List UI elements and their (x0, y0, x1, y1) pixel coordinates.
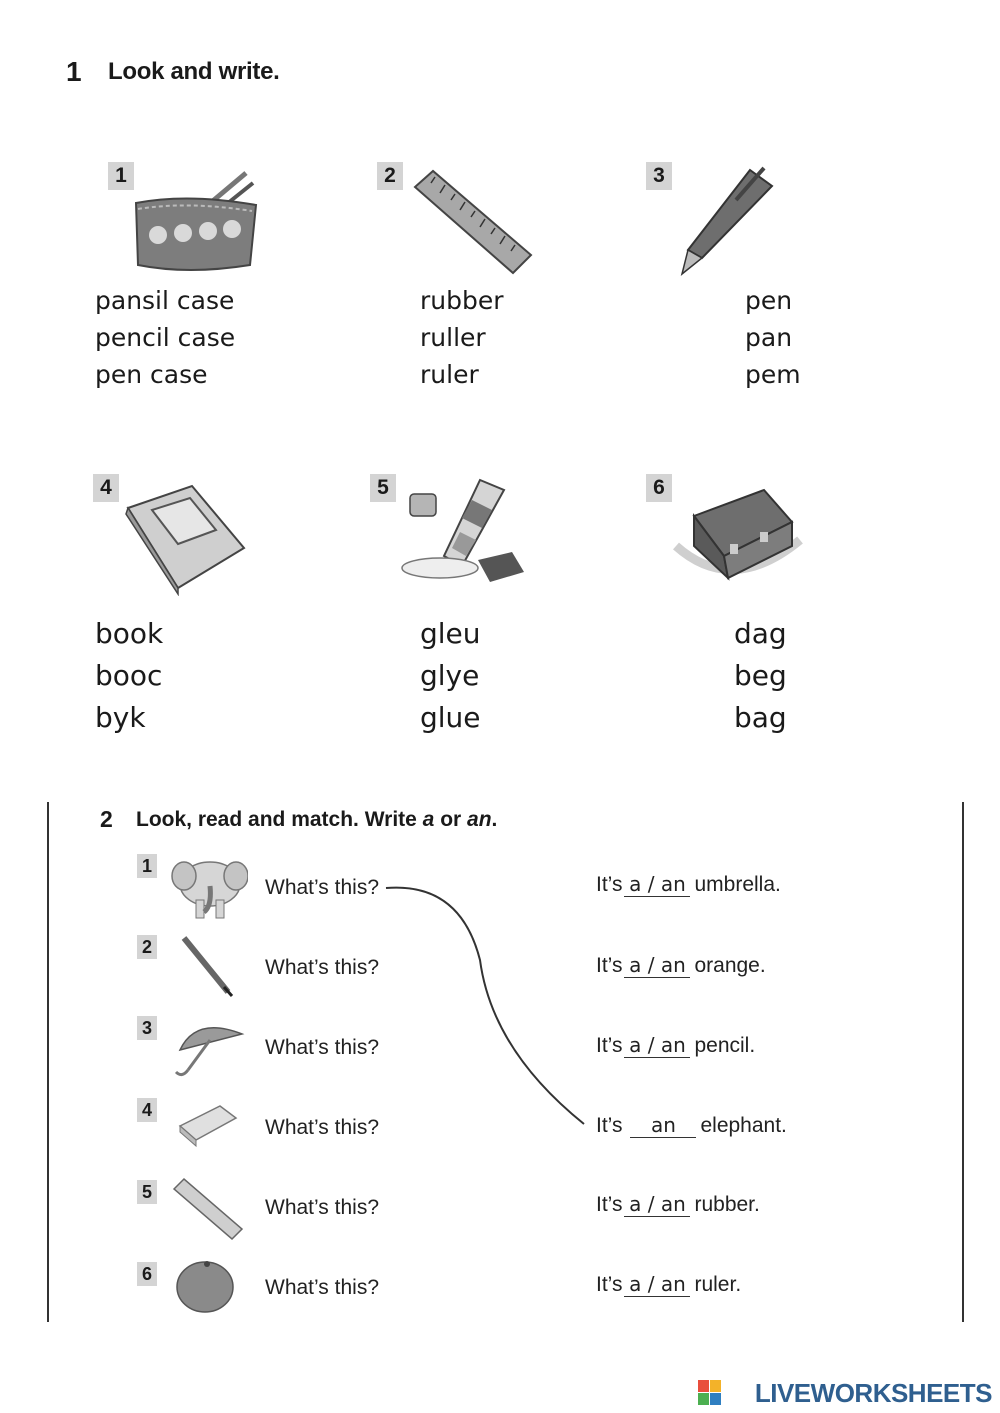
option-word[interactable]: ruler (420, 360, 479, 389)
noun-label: ruler. (694, 1273, 742, 1296)
noun-label: pencil. (694, 1034, 756, 1057)
ruler-icon (172, 1177, 244, 1241)
option-word[interactable]: book (95, 617, 164, 650)
item-badge-6: 6 (646, 474, 672, 502)
options-item-5: gleu glye glue (420, 613, 481, 739)
option-word[interactable]: booc (95, 659, 163, 692)
option-word[interactable]: pen case (95, 360, 208, 389)
option-word[interactable]: glue (420, 701, 481, 734)
item-badge-1: 1 (108, 162, 134, 190)
question-3: What’s this? (265, 1036, 379, 1059)
glue-image (401, 478, 524, 582)
options-item-3: pen pan pem (745, 282, 801, 393)
pencil-case-image (134, 171, 258, 271)
exercise-2-number: 2 (100, 806, 113, 832)
noun-label: elephant. (700, 1114, 787, 1137)
option-word[interactable]: bag (734, 701, 787, 734)
ruler-image (413, 169, 533, 275)
question-2: What’s this? (265, 956, 379, 979)
row-badge-2: 2 (137, 935, 157, 959)
option-word[interactable]: ruller (420, 323, 486, 352)
noun-label: rubber. (694, 1193, 760, 1216)
rubber-icon (178, 1105, 238, 1148)
pencil-icon (181, 936, 234, 997)
option-word[interactable]: glye (420, 659, 480, 692)
exercise-1-number: 1 (66, 56, 82, 87)
elephant-icon (171, 861, 248, 919)
exercise-2-title: Look, read and match. Write a or an. (136, 808, 497, 832)
right-border-line (962, 802, 964, 1322)
noun-label: umbrella. (694, 873, 781, 896)
exercise-1-title: Look and write. (108, 58, 280, 85)
option-word[interactable]: rubber (420, 286, 504, 315)
liveworksheets-logo-icon (698, 1380, 721, 1405)
answer-blank-6[interactable]: a / an (624, 1272, 691, 1297)
row-badge-4: 4 (137, 1098, 157, 1122)
options-item-6: dag beg bag (734, 613, 787, 739)
row-badge-3: 3 (137, 1016, 157, 1040)
question-5: What’s this? (265, 1196, 379, 1219)
option-word[interactable]: pan (745, 323, 793, 352)
bag-image (673, 488, 803, 581)
answer-blank-1[interactable]: a / an (624, 872, 691, 897)
options-item-1: pansil case pencil case pen case (95, 282, 235, 393)
question-1: What’s this? (265, 876, 379, 899)
item-badge-5: 5 (370, 474, 396, 502)
row-badge-1: 1 (137, 854, 157, 878)
its-label: It’s (596, 1034, 623, 1057)
option-word[interactable]: dag (734, 617, 787, 650)
answer-blank-4[interactable]: an (630, 1113, 697, 1138)
option-word[interactable]: pen (745, 286, 793, 315)
question-6: What’s this? (265, 1276, 379, 1299)
its-label: It’s (596, 954, 623, 977)
its-label: It’s (596, 1114, 623, 1137)
question-4: What’s this? (265, 1116, 379, 1139)
answer-blank-5[interactable]: a / an (624, 1192, 691, 1217)
row-badge-6: 6 (137, 1262, 157, 1286)
book-image (125, 484, 246, 596)
matching-line (385, 886, 585, 1125)
title-a: a (422, 808, 435, 831)
title-or: or (434, 808, 468, 831)
liveworksheets-brand[interactable]: LIVEWORKSHEETS (754, 1378, 993, 1408)
orange-icon (176, 1261, 234, 1313)
option-word[interactable]: pencil case (95, 323, 236, 352)
options-item-2: rubber ruller ruler (420, 282, 504, 393)
title-text: Look, read and match. Write (136, 808, 423, 831)
option-word[interactable]: pem (745, 360, 801, 389)
option-word[interactable]: gleu (420, 617, 481, 650)
option-word[interactable]: pansil case (95, 286, 235, 315)
noun-label: orange. (694, 954, 766, 977)
its-label: It’s (596, 1273, 623, 1296)
option-word[interactable]: beg (734, 659, 787, 692)
answer-blank-3[interactable]: a / an (624, 1033, 691, 1058)
item-badge-3: 3 (646, 162, 672, 190)
umbrella-icon (174, 1027, 245, 1077)
item-badge-4: 4 (93, 474, 119, 502)
title-period: . (491, 808, 498, 831)
option-word[interactable]: byk (95, 701, 146, 734)
title-an: an (467, 808, 492, 831)
its-label: It’s (596, 1193, 623, 1216)
item-badge-2: 2 (377, 162, 403, 190)
row-badge-5: 5 (137, 1180, 157, 1204)
options-item-4: book booc byk (95, 613, 163, 739)
pen-image (680, 166, 774, 276)
left-border-line (47, 802, 49, 1322)
answer-blank-2[interactable]: a / an (624, 953, 691, 978)
its-label: It’s (596, 873, 623, 896)
